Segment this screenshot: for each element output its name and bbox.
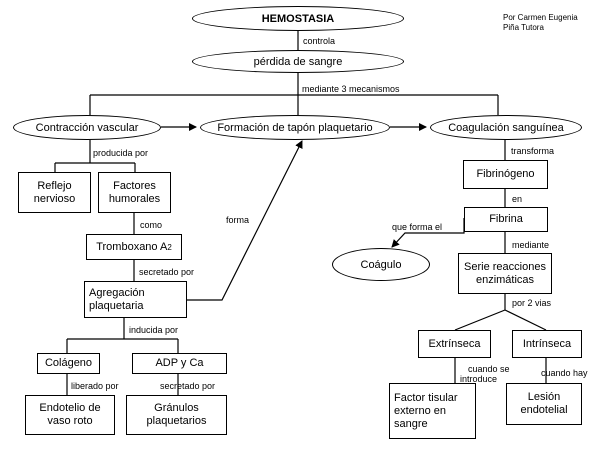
- coagulo-node: Coágulo: [332, 248, 430, 281]
- cuando-line-1: cuando se: [468, 364, 510, 374]
- fibrina-label: Fibrina: [489, 213, 523, 225]
- link-producida-por: producida por: [93, 148, 149, 158]
- extrinseca-box: Extrínseca: [418, 330, 491, 358]
- link-secretado-por: secretado por: [139, 267, 195, 277]
- cuando-line-2: introduce: [460, 374, 498, 384]
- factores-humorales-box: Factores humorales: [98, 172, 171, 213]
- serie-line-2: enzimáticas: [475, 273, 535, 286]
- contraccion-vascular-label: Contracción vascular: [35, 121, 139, 134]
- lesion-line-2: endotelial: [520, 404, 568, 416]
- factor-tisular-line-2: externo en: [394, 404, 446, 417]
- link-mediante: mediante: [512, 240, 550, 250]
- adp-ca-box: ADP y Ca: [132, 353, 227, 374]
- author-line-2: Piña Tutora: [503, 23, 544, 32]
- colageno-box: Colágeno: [37, 353, 100, 374]
- contraccion-vascular-node: Contracción vascular: [13, 115, 161, 140]
- coagulacion-sanguinea-node: Coagulación sanguínea: [430, 115, 582, 140]
- perdida-sangre-label: pérdida de sangre: [253, 55, 343, 68]
- agregacion-line-2: plaquetaria: [89, 299, 144, 312]
- endotelio-line-1: Endotelio de: [39, 402, 101, 414]
- extrinseca-label: Extrínseca: [428, 337, 481, 350]
- link-cuando-hay: cuando hay: [541, 368, 588, 378]
- serie-line-1: Serie reacciones: [464, 260, 546, 273]
- link-transforma: transforma: [511, 146, 555, 156]
- factor-tisular-line-1: Factor tisular: [394, 391, 458, 404]
- fibrinogeno-label: Fibrinógeno: [476, 168, 535, 180]
- hemostasia-label: HEMOSTASIA: [261, 12, 335, 25]
- link-en: en: [512, 194, 523, 204]
- author-line-1: Por Carmen Eugenia: [503, 13, 578, 22]
- granulos-line-1: Gránulos: [154, 402, 199, 414]
- lesion-line-1: Lesión: [527, 391, 561, 403]
- agregacion-line-1: Agregación: [89, 286, 145, 299]
- link-mediante-mecanismos: mediante 3 mecanismos: [302, 84, 400, 94]
- link-secretado-por-2: secretado por: [160, 381, 216, 391]
- factores-line-2: humorales: [108, 192, 161, 205]
- serie-reacciones-box: Serie reacciones enzimáticas: [458, 253, 552, 294]
- lesion-endotelial-box: Lesión endotelial: [506, 383, 582, 425]
- factor-tisular-box: Factor tisular externo en sangre: [389, 383, 476, 439]
- coagulo-label: Coágulo: [360, 258, 402, 271]
- fibrina-box: Fibrina: [464, 207, 548, 232]
- link-que-forma-el: que forma el: [392, 222, 443, 232]
- link-controla: controla: [303, 36, 336, 46]
- reflejo-nervioso-box: Reflejo nervioso: [18, 172, 91, 213]
- granulos-box: Gránulos plaquetarios: [126, 395, 227, 435]
- reflejo-line-2: nervioso: [33, 192, 76, 205]
- colageno-label: Colágeno: [44, 357, 93, 369]
- intrinseca-label: Intrínseca: [522, 337, 572, 350]
- reflejo-line-1: Reflejo: [37, 179, 72, 192]
- link-por-2-vias: por 2 vias: [512, 298, 552, 308]
- granulos-line-2: plaquetarios: [146, 415, 207, 427]
- factores-line-1: Factores: [113, 179, 156, 192]
- link-inducida-por: inducida por: [129, 325, 179, 335]
- perdida-sangre-node: pérdida de sangre: [192, 50, 404, 73]
- agregacion-plaquetaria-box: Agregación plaquetaria: [84, 281, 187, 318]
- formacion-tapon-label: Formación de tapón plaquetario: [217, 121, 373, 134]
- author-credit: Por Carmen Eugenia Piña Tutora: [503, 13, 578, 33]
- link-como: como: [140, 220, 163, 230]
- factor-tisular-line-3: sangre: [394, 417, 428, 430]
- coagulacion-sanguinea-label: Coagulación sanguínea: [448, 121, 564, 134]
- link-cuando-se-introduce: cuando se introduce: [460, 364, 510, 384]
- tromboxano-subscript: 2: [167, 242, 172, 252]
- endotelio-box: Endotelio de vaso roto: [25, 395, 115, 435]
- adp-ca-label: ADP y Ca: [155, 357, 204, 369]
- intrinseca-box: Intrínseca: [512, 330, 582, 358]
- endotelio-line-2: vaso roto: [47, 415, 93, 427]
- link-forma: forma: [226, 215, 250, 225]
- formacion-tapon-node: Formación de tapón plaquetario: [200, 115, 390, 140]
- fibrinogeno-box: Fibrinógeno: [463, 160, 548, 189]
- tromboxano-label: Tromboxano A: [96, 240, 168, 253]
- hemostasia-node: HEMOSTASIA: [192, 6, 404, 31]
- link-liberado-por: liberado por: [71, 381, 119, 391]
